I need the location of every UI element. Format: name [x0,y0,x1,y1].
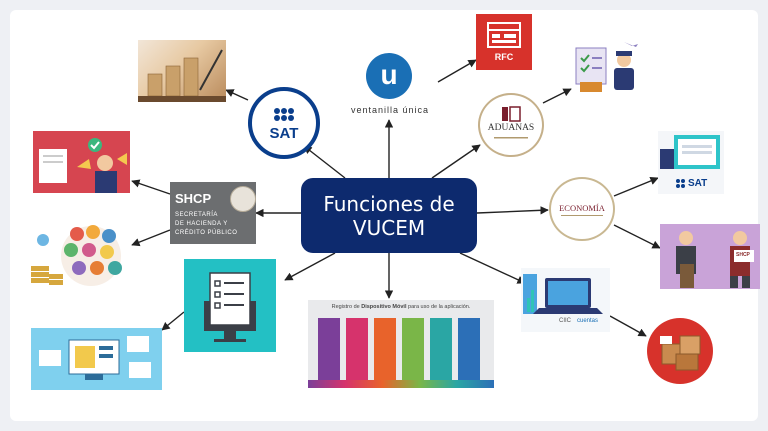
steps-footer-band [308,380,494,388]
shcp-officials-illustration: SHCP [660,224,760,289]
shipping-boxes-illustration [646,316,714,386]
checklist-monitor-icon [204,272,256,342]
office-approval-illustration [33,131,130,193]
laptop-analytics-illustration: CIIC cuentas [521,268,610,332]
registro-title-pre: Registro de [331,304,362,310]
laptop-logo-1: CIIC [559,318,571,324]
economia-label: ECONOMÍA [559,203,605,213]
shcp-line-1: SECRETARÍA [175,212,218,218]
registro-title-post: para uso de la aplicación. [406,304,471,310]
step-use [458,318,480,380]
vu-circle-icon: u [366,53,412,99]
center-node: Funciones de VUCEM [301,178,477,253]
economia-divider [561,215,603,216]
shcp-line-3: CRÉDITO PÚBLICO [175,230,238,236]
people-network-illustration [27,222,132,290]
aduanas-logo: ADUANAS [478,93,544,157]
step-register [374,318,396,380]
sat-label: SAT [269,125,299,142]
registro-title: Registro de Dispositivo Móvil para uso d… [308,304,494,310]
checklist-monitor-illustration [184,259,276,352]
shcp-logo: SHCP SECRETARÍA DE HACIENDA Y CRÉDITO PÚ… [170,182,256,244]
computer-documents-icon [39,336,151,380]
office-approval-icon [33,131,130,193]
customs-officer-icon [575,42,638,92]
coin-stacks-icon [138,49,226,102]
aduanas-label: ADUANAS [487,123,535,133]
step-download [318,318,340,380]
step-configure [430,318,452,380]
rfc-label: RFC [494,52,514,62]
sat-online-icon [660,135,720,188]
customs-officer-illustration [572,38,644,94]
economia-logo: ECONOMÍA [549,177,615,241]
ventanilla-unica-logo: u ventanilla única [346,50,434,120]
vu-letter: u [380,59,398,90]
rfc-tile: RFC [476,14,532,70]
registro-title-bold: Dispositivo Móvil [361,304,407,310]
laptop-logo-2: cuentas [577,318,599,324]
aduanas-emblem-icon [494,106,528,139]
sat-logo: SAT [248,87,320,159]
sat-small-label: SAT [688,178,708,189]
sat-dots-icon [274,108,294,121]
laptop-analytics-icon [523,274,603,314]
center-line-2: VUCEM [352,215,426,240]
step-connect [346,318,368,380]
computer-documents-illustration [31,328,162,390]
center-line-1: Funciones de [323,191,455,216]
vu-label: ventanilla única [350,105,430,115]
people-network-icon [31,225,122,286]
step-validate [402,318,424,380]
shcp-abbr: SHCP [175,191,212,206]
shcp-officials-icon [676,231,754,288]
shcp-eagle-icon [230,186,256,212]
rfc-form-icon [487,22,521,48]
sat-online-illustration: SAT [658,131,724,194]
mobile-registration-infographic: Registro de Dispositivo Móvil para uso d… [308,300,494,388]
coins-photo [138,40,226,102]
shcp-line-2: DE HACIENDA Y [175,221,228,227]
shcp-small-label: SHCP [736,252,750,258]
shipping-boxes-icon [647,318,713,384]
